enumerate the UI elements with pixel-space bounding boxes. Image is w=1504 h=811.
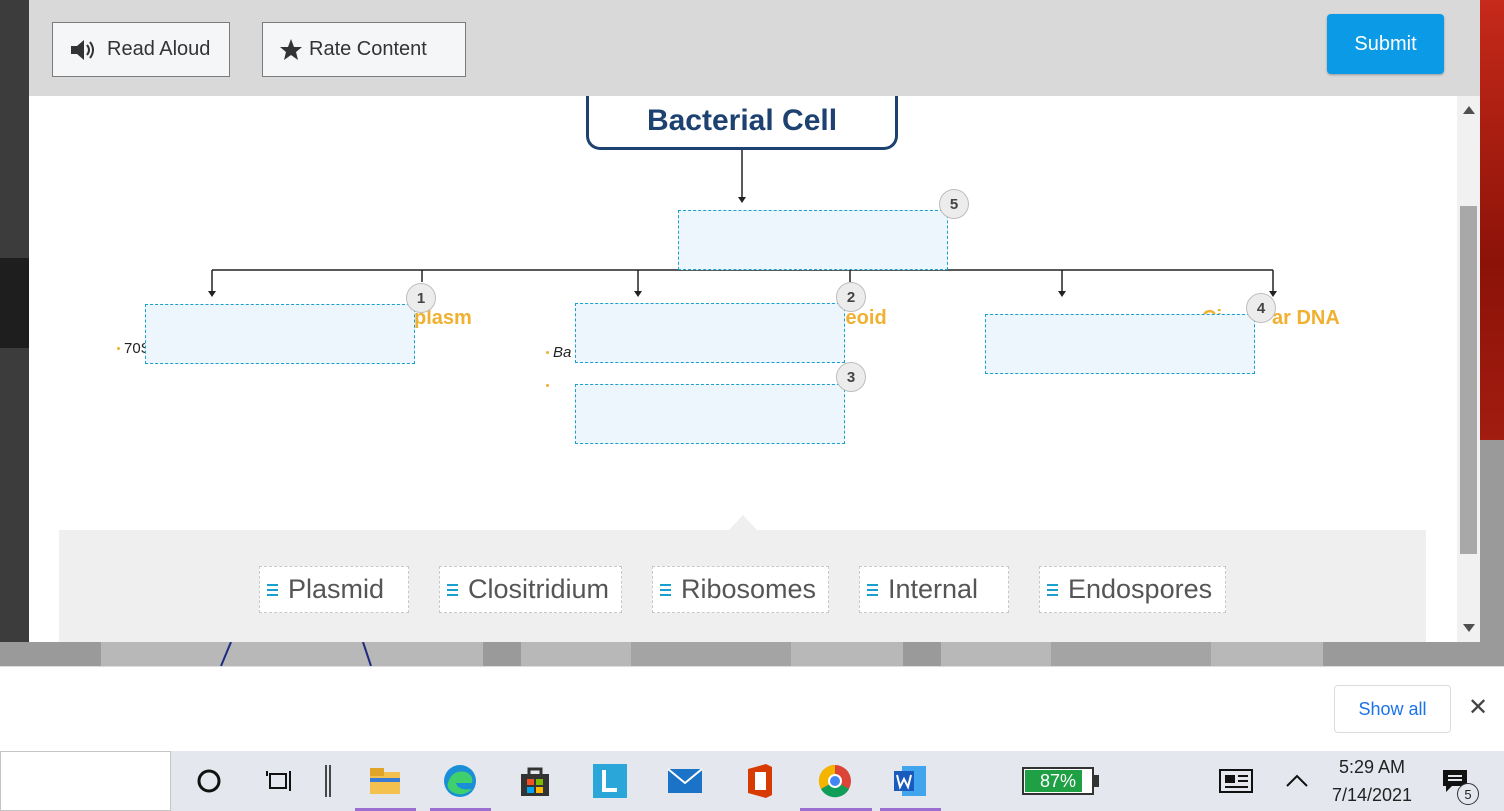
drop-zone-number: 2 xyxy=(836,282,866,312)
read-aloud-button[interactable]: Read Aloud xyxy=(52,22,230,77)
answer-chip-internal[interactable]: Internal xyxy=(859,566,1009,613)
notification-center-icon[interactable] xyxy=(1435,761,1475,801)
word-icon[interactable] xyxy=(890,761,930,801)
drop-zone-1[interactable] xyxy=(145,304,415,364)
background-image-strip xyxy=(1480,0,1504,440)
background-left-rail xyxy=(0,0,29,642)
drag-handle-icon xyxy=(660,581,671,599)
scroll-down-arrow-icon[interactable] xyxy=(1463,624,1475,632)
answer-chip-clositridium[interactable]: Clositridium xyxy=(439,566,622,613)
show-hidden-icons-chevron-icon[interactable] xyxy=(1277,761,1317,801)
taskbar-divider-icon xyxy=(308,761,348,801)
chip-label: Ribosomes xyxy=(681,574,817,604)
background-card xyxy=(521,642,903,666)
question-content[interactable]: Bacterial Cell plasm leoid Ci ar DNA 70S… xyxy=(29,96,1480,642)
bullet-dot xyxy=(546,351,549,354)
answer-chip-ribosomes[interactable]: Ribosomes xyxy=(652,566,829,613)
running-indicator xyxy=(880,808,941,811)
chrome-icon[interactable] xyxy=(815,761,855,801)
chip-label: Internal xyxy=(888,574,979,604)
edge-icon[interactable] xyxy=(440,761,480,801)
l-app-icon[interactable] xyxy=(590,761,630,801)
drop-zone-4[interactable] xyxy=(985,314,1255,374)
drop-zone-3[interactable] xyxy=(575,384,845,444)
news-icon[interactable] xyxy=(1216,761,1256,801)
background-strip-lower xyxy=(1480,440,1504,666)
answer-bank-pointer xyxy=(729,515,757,530)
office-icon[interactable] xyxy=(740,761,780,801)
read-aloud-label: Read Aloud xyxy=(107,38,211,60)
file-explorer-icon[interactable] xyxy=(365,761,405,801)
vertical-scrollbar[interactable] xyxy=(1457,96,1480,642)
drop-zone-2[interactable] xyxy=(575,303,845,363)
scroll-up-arrow-icon[interactable] xyxy=(1463,106,1475,114)
submit-button[interactable]: Submit xyxy=(1327,14,1444,74)
drop-zone-number: 3 xyxy=(836,362,866,392)
mail-icon[interactable] xyxy=(665,761,705,801)
clock-time[interactable]: 5:29 AM xyxy=(1338,757,1406,777)
question-modal: Read Aloud Rate Content Submit xyxy=(29,0,1480,642)
battery-tip-icon xyxy=(1094,775,1099,787)
notification-count-badge: 5 xyxy=(1457,783,1479,805)
bullet-dot xyxy=(546,384,549,387)
drag-handle-icon xyxy=(1047,581,1058,599)
background-card xyxy=(101,642,483,666)
chip-label: Clositridium xyxy=(468,574,610,604)
drop-zone-number: 5 xyxy=(939,189,969,219)
task-view-icon[interactable] xyxy=(260,761,300,801)
branch-label-nucleoid: leoid xyxy=(840,307,887,329)
background-shape-icon xyxy=(220,642,372,666)
rate-content-label: Rate Content xyxy=(309,38,427,60)
bullet-text: 70S xyxy=(124,340,151,357)
drag-handle-icon xyxy=(267,581,278,599)
battery-percent: 87% xyxy=(1039,770,1077,791)
answer-chip-plasmid[interactable]: Plasmid xyxy=(259,566,409,613)
chip-label: Endospores xyxy=(1068,574,1213,604)
diagram-connectors xyxy=(208,150,1277,297)
show-all-button[interactable]: Show all xyxy=(1334,685,1451,733)
running-indicator xyxy=(430,808,491,811)
answer-bank: Plasmid Clositridium Ribosomes Internal … xyxy=(59,530,1426,642)
scroll-thumb[interactable] xyxy=(1460,206,1477,554)
speaker-icon xyxy=(69,38,99,62)
taskbar-search-box[interactable] xyxy=(0,751,171,811)
branch-label-cytoplasm: plasm xyxy=(414,307,472,329)
rate-content-button[interactable]: Rate Content xyxy=(262,22,466,77)
running-indicator xyxy=(355,808,416,811)
star-icon xyxy=(279,38,303,62)
drop-zone-number: 1 xyxy=(406,283,436,313)
battery-indicator[interactable]: 87% xyxy=(1022,767,1094,795)
cortana-icon[interactable] xyxy=(189,761,229,801)
branch-label-circular-dna: ar DNA xyxy=(1272,307,1340,329)
rail-active-item xyxy=(0,258,29,348)
background-card xyxy=(941,642,1323,666)
running-indicator xyxy=(800,808,872,811)
answer-chip-endospores[interactable]: Endospores xyxy=(1039,566,1226,613)
drop-zone-5[interactable] xyxy=(678,210,948,270)
bullet-text: Ba xyxy=(553,344,572,361)
clock-date[interactable]: 7/14/2021 xyxy=(1331,785,1413,805)
drop-zone-number: 4 xyxy=(1246,293,1276,323)
taskbar: 87% 5:29 AM 7/14/2021 5 xyxy=(0,751,1504,811)
drag-handle-icon xyxy=(447,581,458,599)
drag-handle-icon xyxy=(867,581,878,599)
download-bar: Show all ✕ xyxy=(0,666,1504,751)
store-icon[interactable] xyxy=(515,761,555,801)
bullet-dot xyxy=(117,347,120,350)
close-download-bar-icon[interactable]: ✕ xyxy=(1467,693,1489,721)
battery-fill xyxy=(1025,770,1082,792)
modal-toolbar: Read Aloud Rate Content Submit xyxy=(29,0,1480,96)
diagram-title: Bacterial Cell xyxy=(586,96,898,150)
chip-label: Plasmid xyxy=(288,574,385,604)
